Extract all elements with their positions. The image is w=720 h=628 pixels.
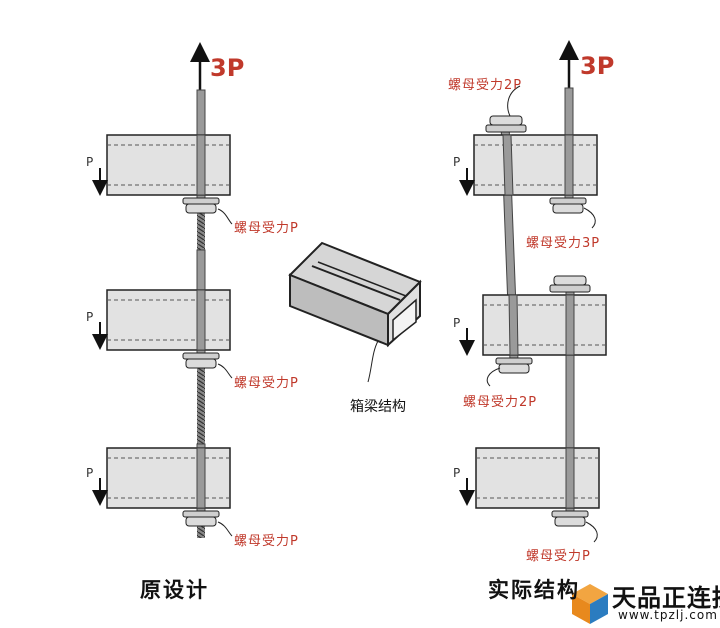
load-label: P bbox=[453, 316, 461, 330]
leader-line bbox=[217, 363, 233, 379]
leader-line bbox=[585, 521, 598, 543]
leader-line bbox=[217, 208, 233, 225]
load-label: P bbox=[86, 466, 94, 480]
load-label: P bbox=[453, 155, 461, 169]
nut bbox=[551, 510, 589, 527]
box-beam bbox=[473, 134, 598, 196]
nut bbox=[549, 275, 591, 293]
leader-line bbox=[507, 85, 521, 117]
actual-structure-caption: 实际结构 bbox=[488, 578, 580, 602]
leader-line bbox=[583, 207, 596, 229]
watermark-name: 天品正连接 bbox=[612, 584, 720, 612]
nut bbox=[182, 197, 220, 214]
nut bbox=[182, 352, 220, 369]
box-beam bbox=[482, 294, 607, 356]
leader-line bbox=[486, 367, 501, 387]
nut-force-label: 螺母受力P bbox=[234, 534, 299, 549]
right-force-label: 3P bbox=[580, 52, 615, 80]
nut-force-label: 螺母受力P bbox=[234, 376, 299, 391]
threaded-rod-section bbox=[197, 210, 205, 250]
nut-force-label: 螺母受力2P bbox=[463, 395, 538, 410]
original-design-figure bbox=[92, 42, 233, 538]
box-beam bbox=[106, 447, 231, 509]
nut bbox=[495, 357, 533, 374]
box-beam-3d-illustration bbox=[288, 241, 422, 383]
nut-force-label: 螺母受力3P bbox=[526, 236, 601, 251]
nut bbox=[549, 197, 587, 214]
load-label: P bbox=[453, 466, 461, 480]
leader-line bbox=[217, 521, 233, 537]
leader-line bbox=[367, 340, 379, 383]
box-beam bbox=[475, 447, 600, 509]
nut-force-label: 螺母受力P bbox=[526, 549, 591, 564]
box-beam bbox=[106, 134, 231, 196]
left-force-label: 3P bbox=[210, 54, 245, 82]
threaded-rod-section bbox=[197, 364, 205, 444]
watermark-logo-icon bbox=[572, 584, 608, 624]
nut-force-label: 螺母受力2P bbox=[448, 78, 523, 93]
actual-structure-figure bbox=[459, 40, 607, 543]
nut bbox=[485, 115, 527, 133]
box-beam bbox=[106, 289, 231, 351]
load-label: P bbox=[86, 155, 94, 169]
nut-force-label: 螺母受力P bbox=[234, 221, 299, 236]
box-beam-caption: 箱梁结构 bbox=[350, 399, 406, 415]
load-label: P bbox=[86, 310, 94, 324]
nut bbox=[182, 510, 220, 527]
watermark-url: www.tpzlj.com bbox=[618, 608, 718, 622]
original-design-caption: 原设计 bbox=[140, 578, 209, 602]
